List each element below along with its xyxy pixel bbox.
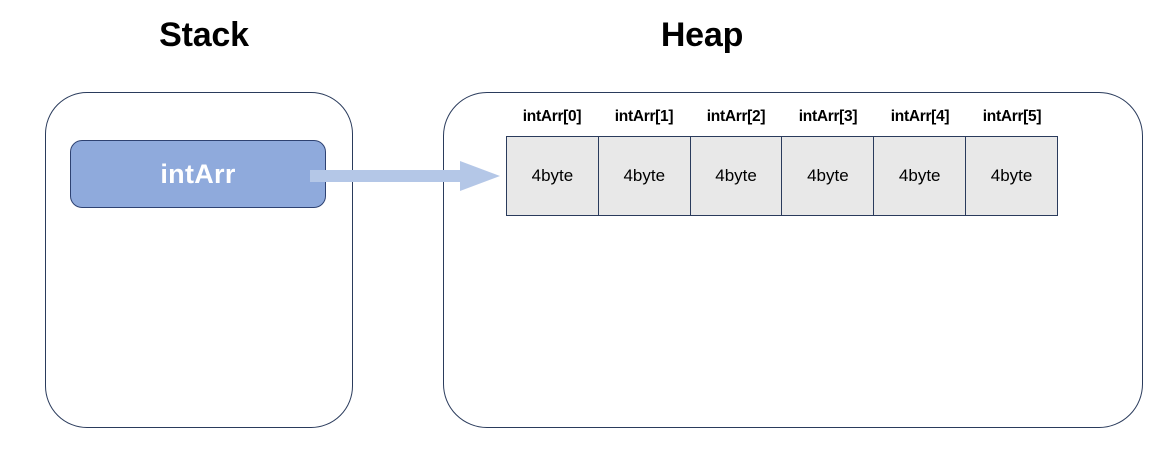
array-cell-value-4: 4byte	[898, 166, 941, 185]
array-index-label-4: intArr[4]	[890, 108, 950, 125]
stack-variable-label: intArr	[160, 159, 236, 189]
array-index-label-1: intArr[1]	[614, 108, 674, 125]
array-cell-value-2: 4byte	[715, 166, 757, 185]
array-cell-0[interactable]: 4byte	[507, 137, 599, 215]
stack-variable-intarr[interactable]: intArr	[70, 140, 326, 208]
array-cell-5[interactable]: 4byte	[966, 137, 1057, 215]
array-index-label-3: intArr[3]	[798, 108, 858, 125]
array-index-label-5: intArr[5]	[982, 108, 1042, 125]
array-cell-3[interactable]: 4byte	[782, 137, 875, 215]
reference-arrow-icon	[310, 161, 500, 191]
array-cell-value-0: 4byte	[531, 166, 574, 185]
array-cell-value-3: 4byte	[807, 166, 849, 185]
array-cell-value-5: 4byte	[990, 166, 1033, 185]
array-cells-row: 4byte 4byte 4byte 4byte 4byte 4byte	[506, 136, 1058, 216]
array-cell-2[interactable]: 4byte	[690, 137, 783, 215]
heap-title: Heap	[660, 16, 744, 54]
array-index-labels: intArr[0] intArr[1] intArr[2] intArr[3] …	[506, 102, 1058, 136]
array-index-label-2: intArr[2]	[706, 108, 766, 125]
array-cell-value-1: 4byte	[623, 166, 666, 185]
stack-title: Stack	[159, 16, 249, 54]
array-index-label-0: intArr[0]	[522, 108, 582, 125]
array-cell-4[interactable]: 4byte	[874, 137, 967, 215]
heap-array: intArr[0] intArr[1] intArr[2] intArr[3] …	[506, 102, 1058, 216]
array-cell-1[interactable]: 4byte	[598, 137, 691, 215]
